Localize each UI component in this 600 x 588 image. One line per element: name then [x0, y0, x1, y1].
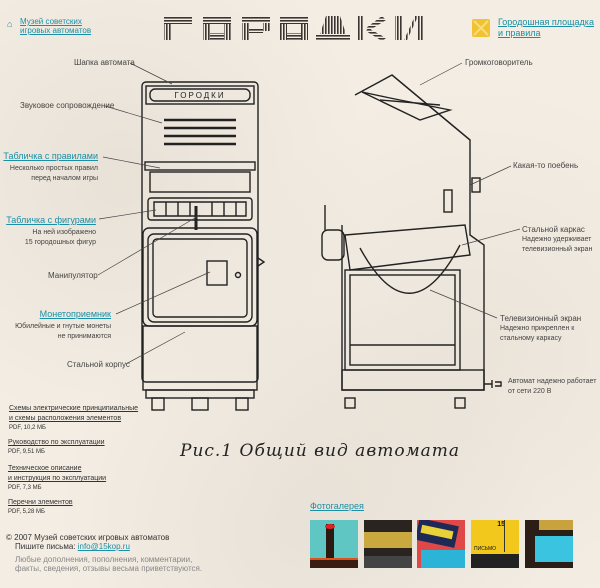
copyright: © 2007 Музей советских игровых автоматов: [6, 533, 170, 542]
figures-table-block: Табличка с фигурами На ней изображено 15…: [6, 215, 96, 248]
email-link[interactable]: info@15kop.ru: [77, 542, 130, 551]
download-link[interactable]: Руководство по эксплуатации: [8, 439, 105, 446]
rules-link-line1[interactable]: Городошная площадка: [498, 17, 594, 27]
home-link-line2[interactable]: игровых автоматов: [20, 26, 92, 35]
figure-caption: Рис.1 Общий вид автомата: [180, 441, 461, 461]
download-item[interactable]: Руководство по эксплуатации PDF, 9,51 МБ: [8, 438, 105, 456]
figures-desc-2: 15 городошных фигур: [24, 239, 96, 246]
download-link[interactable]: и схемы расположения элементов: [9, 415, 122, 422]
gallery-thumb[interactable]: [525, 520, 573, 568]
screen-block: Телевизионный экран Надежно прикреплен к…: [500, 314, 581, 344]
file-meta: PDF, 9,51 МБ: [8, 449, 45, 455]
download-link[interactable]: Перечни элементов: [8, 499, 73, 506]
home-icon[interactable]: ⌂: [7, 19, 13, 29]
gallery-title-link[interactable]: Фотогалерея: [310, 501, 364, 511]
power-block: Автомат надежно работает от сети 220 В: [508, 377, 596, 397]
thumb-number: 15: [497, 521, 505, 528]
download-link[interactable]: и инструкция по эксплуатации: [8, 475, 107, 482]
gallery-thumb[interactable]: [417, 520, 465, 568]
frame-desc-1: Надежно удерживает: [522, 236, 592, 243]
download-link[interactable]: Техническое описание: [8, 465, 82, 472]
rules-link-line2[interactable]: и правила: [498, 28, 541, 38]
file-meta: PDF, 10,2 МБ: [9, 425, 46, 431]
label-frame: Стальной каркас: [522, 225, 585, 234]
coin-desc-1: Юбилейные и гнутые монеты: [15, 323, 111, 330]
figures-desc-1: На ней изображено: [32, 229, 96, 236]
figures-table-link[interactable]: Табличка с фигурами: [6, 215, 96, 225]
rules-desc-1: Несколько простых правил: [9, 165, 98, 172]
label-sound: Звуковое сопровождение: [20, 101, 115, 110]
power-line-1: Автомат надежно работает: [508, 378, 597, 385]
footer-note-1: Любые дополнения, пополнения, комментари…: [15, 555, 193, 564]
coin-block: Монетоприемник Юбилейные и гнутые монеты…: [15, 309, 111, 342]
screen-desc-2: стальному каркасу: [500, 335, 562, 342]
home-link[interactable]: Музей советских игровых автоматов: [20, 17, 91, 35]
file-meta: PDF, 7,3 МБ: [8, 485, 42, 491]
rules-table-link[interactable]: Табличка с правилами: [3, 151, 98, 161]
write-label: Пишите письма:: [15, 542, 76, 551]
label-cap: Шапка автомата: [74, 58, 135, 67]
logo: [160, 14, 430, 47]
power-line-2: от сети 220 В: [508, 388, 552, 395]
download-item[interactable]: Техническое описание и инструкция по экс…: [8, 464, 106, 492]
plate-text: ГОРОДКИ: [174, 91, 225, 100]
download-item[interactable]: Схемы электрические принципиальные и схе…: [9, 404, 138, 432]
rules-link[interactable]: Городошная площадка и правила: [498, 17, 594, 39]
label-thing: Какая-то поебень: [513, 161, 579, 170]
download-link[interactable]: Схемы электрические принципиальные: [9, 405, 139, 412]
label-body: Стальной корпус: [67, 360, 130, 369]
rules-table-block: Табличка с правилами Несколько простых п…: [3, 151, 98, 184]
rules-icon[interactable]: [472, 19, 490, 37]
frame-desc-2: телевизионный экран: [522, 246, 593, 253]
label-speaker: Громкоговоритель: [465, 58, 533, 67]
home-link-line1[interactable]: Музей советских: [20, 17, 82, 26]
gallery-thumb[interactable]: 15 ПИСЬМО: [471, 520, 519, 568]
label-manipulator: Манипулятор: [48, 271, 98, 280]
gallery-thumb[interactable]: [364, 520, 412, 568]
footer-note-2: факты, сведения, отзывы весьма приветств…: [15, 564, 203, 573]
gallery-thumb[interactable]: [310, 520, 358, 568]
screen-desc-1: Надежно прикреплен к: [500, 325, 575, 332]
coin-desc-2: не принимаются: [57, 333, 111, 340]
thumb-label: ПИСЬМО: [474, 546, 497, 552]
label-screen: Телевизионный экран: [500, 314, 582, 323]
file-meta: PDF, 5,28 МБ: [8, 509, 45, 515]
frame-block: Стальной каркас Надежно удерживает телев…: [522, 225, 592, 255]
footer: © 2007 Музей советских игровых автоматов…: [6, 533, 202, 573]
coin-link[interactable]: Монетоприемник: [39, 309, 111, 319]
rules-desc-2: перед началом игры: [31, 175, 98, 182]
download-item[interactable]: Перечни элементов PDF, 5,28 МБ: [8, 498, 73, 516]
